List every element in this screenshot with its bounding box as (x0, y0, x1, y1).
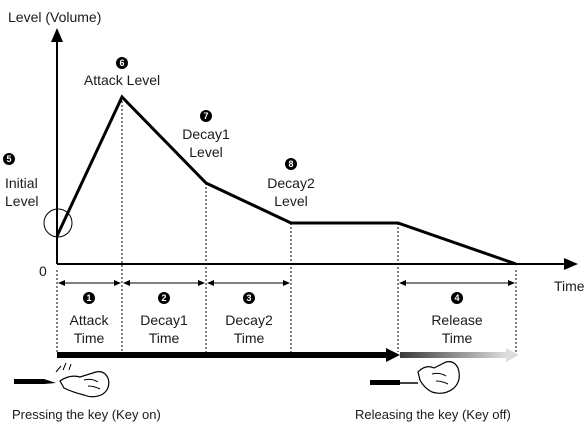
key-held-bar (57, 352, 388, 358)
attack-level-label: Attack Level (84, 72, 160, 88)
decay1-time-label-line1: Decay1 (140, 312, 188, 328)
origin-label: 0 (39, 263, 47, 279)
key-on-caption: Pressing the key (Key on) (12, 407, 161, 422)
number-badge-5 (3, 153, 15, 165)
number-badge-5-text: 5 (6, 154, 11, 164)
key-off-finger-crease-icon (431, 372, 449, 385)
decay1-time-arrow (123, 280, 205, 286)
attack-time-arrow (58, 280, 121, 286)
key-off-caption: Releasing the key (Key off) (355, 407, 511, 422)
number-badge-7-text: 7 (203, 111, 208, 121)
number-badge-4-text: 4 (454, 293, 459, 303)
key-on-motion-marks-icon (55, 362, 72, 373)
number-badge-8 (285, 158, 297, 170)
number-badge-6 (116, 57, 128, 69)
release-time-arrow (399, 280, 515, 286)
number-badge-8-text: 8 (288, 159, 293, 169)
decay2-level-annotation: 8 Decay2 Level (267, 158, 315, 209)
number-badge-3-text: 3 (246, 293, 251, 303)
attack-time-label-line2: Time (74, 330, 105, 346)
number-badge-2-text: 2 (161, 293, 166, 303)
attack-time-annotation: 1 Attack Time (70, 292, 110, 346)
decay2-level-label-line1: Decay2 (267, 175, 315, 191)
release-time-label-line2: Time (442, 330, 473, 346)
key-on-key-wedge-icon (44, 379, 56, 384)
attack-level-annotation: 6 Attack Level (84, 57, 160, 88)
attack-time-label-line1: Attack (70, 312, 110, 328)
decay1-level-label-line1: Decay1 (182, 126, 230, 142)
x-axis-arrowhead (564, 258, 578, 270)
initial-level-label-line2: Level (5, 193, 38, 209)
initial-level-label-line1: Initial (5, 175, 38, 191)
number-badge-2 (158, 292, 170, 304)
time-span-arrows (58, 280, 515, 286)
key-off-key-icon (370, 380, 400, 385)
y-axis-arrowhead (51, 28, 63, 42)
number-badge-1 (83, 292, 95, 304)
key-on-key-icon (14, 379, 44, 384)
release-time-label-line1: Release (431, 312, 483, 328)
envelope-line (55, 94, 517, 266)
number-badge-1-text: 1 (86, 293, 91, 303)
number-badge-4 (451, 292, 463, 304)
key-off-finger-icon (417, 361, 460, 394)
number-badge-3 (243, 292, 255, 304)
key-on-finger-crease-icon (83, 378, 101, 390)
decay1-level-annotation: 7 Decay1 Level (182, 110, 230, 160)
release-fade-bar (400, 352, 506, 358)
key-press-illustration (14, 362, 110, 398)
decay1-level-label-line2: Level (189, 144, 222, 160)
x-axis-label: Time (554, 278, 585, 294)
decay2-time-label-line1: Decay2 (225, 312, 273, 328)
release-fade-arrowhead (506, 348, 519, 362)
decay2-time-label-line2: Time (234, 330, 265, 346)
initial-level-annotation: 5 Initial Level (3, 153, 38, 209)
time-guides (56, 97, 517, 352)
decay2-time-arrow (207, 280, 290, 286)
decay1-time-label-line2: Time (149, 330, 180, 346)
decay2-level-label-line2: Level (274, 193, 307, 209)
decay2-time-annotation: 3 Decay2 Time (225, 292, 273, 346)
release-time-annotation: 4 Release Time (431, 292, 483, 346)
y-axis-label: Level (Volume) (8, 9, 101, 25)
initial-level-marker (43, 208, 73, 238)
number-badge-7 (200, 110, 212, 122)
key-release-illustration (370, 361, 460, 394)
decay1-time-annotation: 2 Decay1 Time (140, 292, 188, 346)
number-badge-6-text: 6 (119, 58, 124, 68)
key-held-bar-arrowhead (386, 348, 400, 362)
key-on-finger-icon (59, 371, 110, 398)
